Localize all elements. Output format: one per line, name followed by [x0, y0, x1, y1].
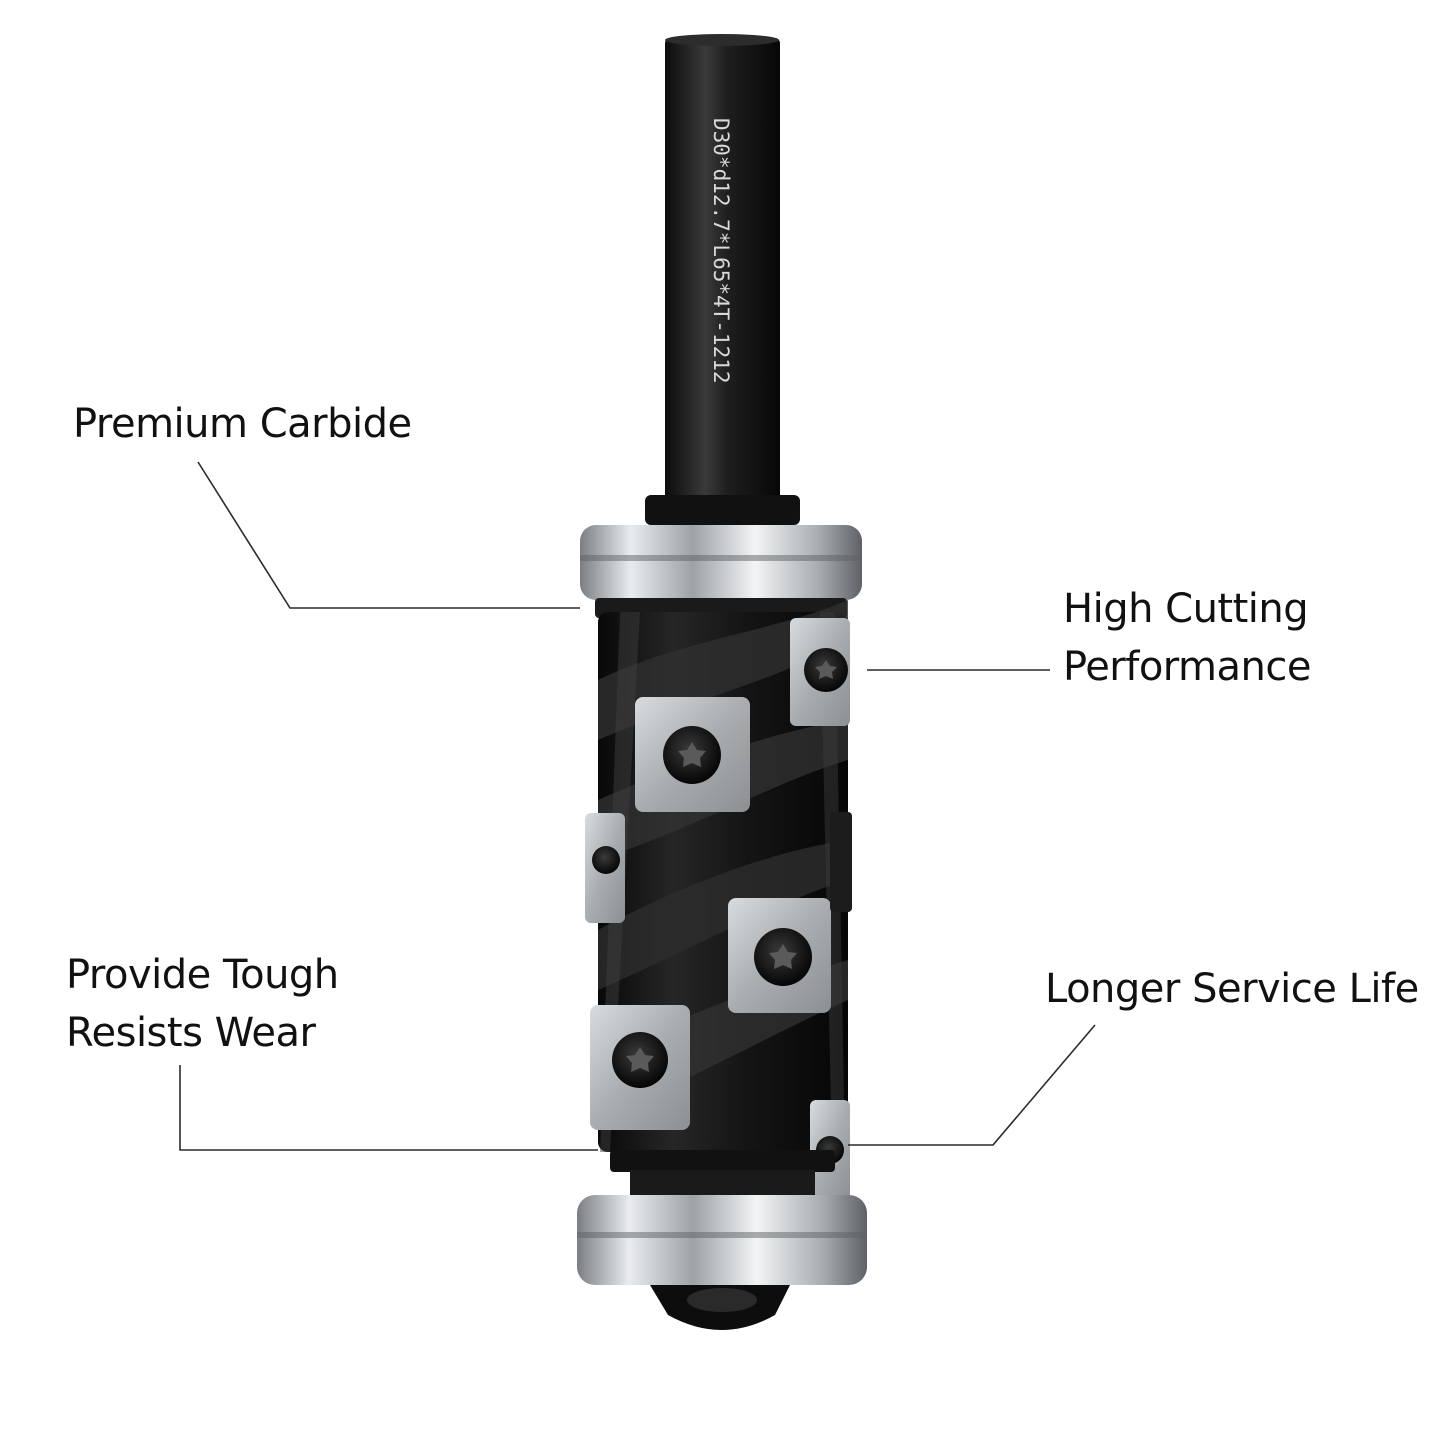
leader-line-premium-carbide: [197, 461, 580, 609]
carbide-insert: [830, 812, 852, 912]
callout-provide-tough-line1: Provide Tough: [66, 952, 339, 998]
callout-premium-carbide: Premium Carbide: [73, 401, 412, 447]
carbide-insert: [790, 618, 850, 726]
callout-high-cutting: High Cutting Performance: [1063, 580, 1311, 696]
callout-high-cutting-line2: Performance: [1063, 644, 1311, 690]
shank-marking: D30*d12.7*L65*4T-1212: [709, 118, 733, 384]
carbide-insert: [590, 1005, 690, 1130]
carbide-insert: [635, 697, 750, 812]
leader-line-provide-tough: [179, 1065, 598, 1151]
callout-provide-tough-line2: Resists Wear: [66, 1010, 316, 1056]
callout-provide-tough: Provide Tough Resists Wear: [66, 946, 339, 1062]
callout-high-cutting-line1: High Cutting: [1063, 586, 1309, 632]
top-bearing: [580, 525, 862, 618]
callout-longer-life: Longer Service Life: [1045, 966, 1419, 1012]
carbide-insert: [585, 813, 625, 923]
shank: [665, 38, 780, 508]
bottom-bearing: [577, 1195, 867, 1285]
carbide-insert: [728, 898, 831, 1013]
leader-line-longer-life: [848, 1024, 1096, 1146]
